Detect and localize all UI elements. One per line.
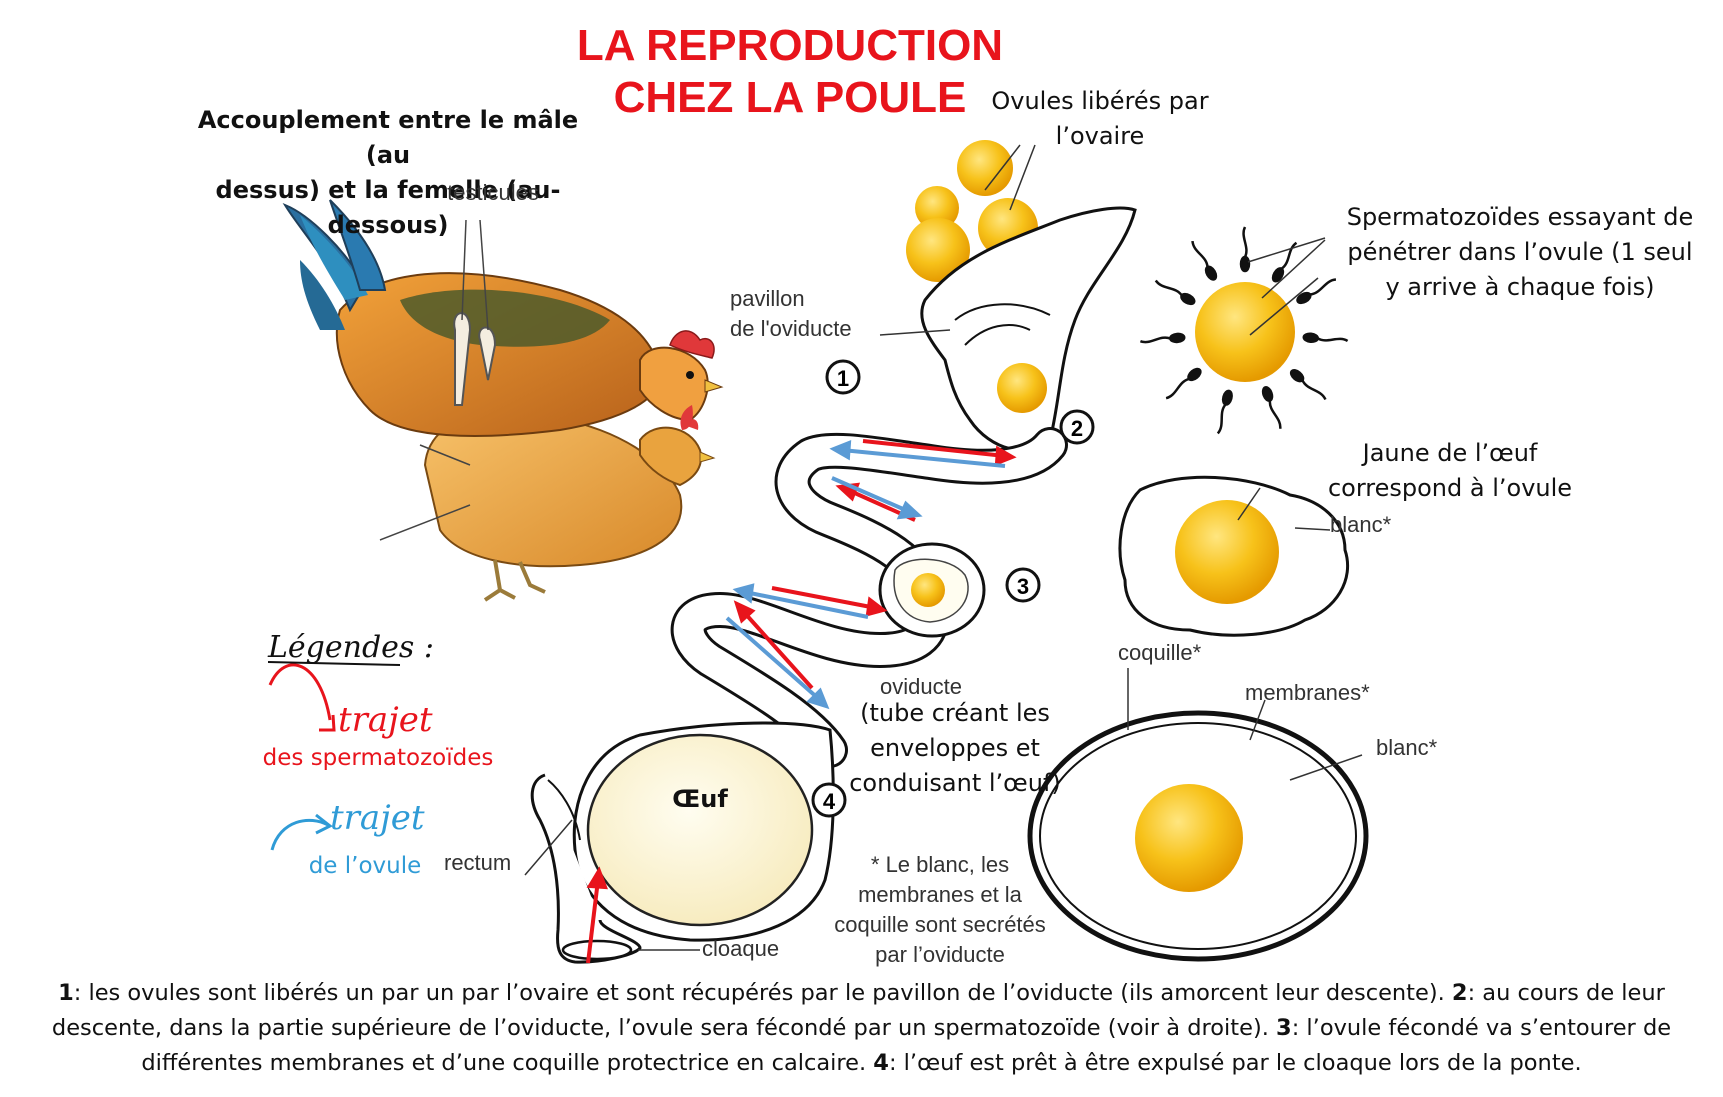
chickens-illustration	[282, 199, 724, 602]
step-marker-4: 4	[823, 789, 836, 814]
step-marker-1: 1	[837, 366, 849, 391]
legend-item-2-handwriting: trajet	[330, 798, 425, 838]
footer-step-1-text: : les ovules sont libérés un par un par …	[73, 980, 1452, 1006]
sperm-trying-line-3: y arrive à chaque fois)	[1385, 273, 1655, 301]
egg-content-view	[1118, 475, 1350, 637]
step-marker-3: 3	[1017, 574, 1029, 599]
footer-step-2-num: 2	[1451, 980, 1468, 1006]
step-markers: 1 2 3 4	[811, 359, 1095, 818]
secreted-note: * Le blanc, les membranes et la coquille…	[820, 850, 1060, 970]
sperm-trying-line-1: Spermatozoïdes essayant de	[1346, 203, 1694, 231]
footer-step-3-num: 3	[1276, 1015, 1292, 1041]
yolk-caption: Jaune de l’œuf correspond à l’ovule	[1300, 436, 1600, 506]
footer-step-1-num: 1	[58, 980, 74, 1006]
egg-cross-section	[1027, 668, 1369, 962]
oviduct-tube-line-1: (tube créant les	[860, 699, 1050, 727]
secreted-note-line-2: membranes et la	[858, 882, 1022, 907]
egg-label: Œuf	[672, 785, 728, 813]
ovule-path-arrows	[725, 439, 1006, 710]
footer-step-4-text: : l’œuf est prêt à être expulsé par le c…	[888, 1050, 1582, 1076]
yolk-caption-line-1: Jaune de l’œuf	[1362, 439, 1538, 467]
label-blanc-1: blanc*	[1330, 512, 1392, 537]
label-testicules: testicules	[447, 180, 539, 205]
oviduct-tube-line-3: conduisant l’œuf)	[849, 769, 1061, 797]
label-pavillon-line-1: pavillon	[730, 286, 805, 311]
secreted-note-line-1: * Le blanc, les	[870, 852, 1010, 877]
oviduct-tube-line-2: enveloppes et	[870, 734, 1040, 762]
page-title: LA REPRODUCTION CHEZ LA POULE	[560, 20, 1020, 124]
label-membranes: membranes*	[1245, 680, 1370, 705]
oviduct-tube-caption: (tube créant les enveloppes et conduisan…	[840, 696, 1070, 801]
mating-caption: Accouplement entre le mâle (au dessus) e…	[178, 103, 598, 243]
label-cloaque: cloaque	[702, 936, 780, 961]
yolk-caption-line-2: correspond à l’ovule	[1327, 474, 1573, 502]
label-oviducte: oviducte	[880, 674, 962, 699]
legend-item-1-handwriting: trajet	[338, 700, 433, 740]
explanation-footer: 1: les ovules sont libérés un par un par…	[8, 976, 1715, 1081]
footer-step-4-num: 4	[873, 1050, 889, 1076]
legend-item-2-text: de l’ovule	[308, 853, 422, 879]
title-line-2: CHEZ LA POULE	[613, 73, 967, 122]
fertilization-illustration	[1139, 226, 1349, 435]
label-pavillon-line-2: de l'oviducte	[730, 316, 852, 341]
footer-step-3-text: : l’ovule fécondé va s’entourer de diffé…	[141, 1015, 1672, 1076]
legend-graphics	[267, 661, 401, 851]
step-marker-2: 2	[1071, 416, 1083, 441]
sperm-trying-line-2: pénétrer dans l’ovule (1 seul	[1347, 238, 1693, 266]
mating-caption-line-1: Accouplement entre le mâle (au	[197, 106, 579, 169]
ovules-released-line-1: Ovules libérés par	[991, 87, 1209, 115]
label-blanc-2: blanc*	[1376, 735, 1438, 760]
sperm-trying-caption: Spermatozoïdes essayant de pénétrer dans…	[1320, 200, 1720, 305]
legend-item-1-text: des spermatozoïdes	[262, 745, 494, 771]
uterus	[524, 721, 835, 964]
ovules-released-line-2: l’ovaire	[1055, 122, 1145, 150]
legend-title: Légendes :	[268, 630, 434, 665]
label-pavillon: pavillon de l'oviducte	[730, 284, 880, 344]
label-rectum: rectum	[444, 850, 512, 875]
title-line-1: LA REPRODUCTION	[576, 21, 1004, 70]
infundibulum	[879, 206, 1137, 452]
ovules-released-caption: Ovules libérés par l’ovaire	[960, 84, 1240, 154]
footer-step-2-text: : au cours de leur descente, dans la par…	[51, 980, 1665, 1041]
secreted-note-line-3: coquille sont secrétés	[834, 912, 1046, 937]
label-coquille: coquille*	[1118, 640, 1202, 665]
mating-caption-line-2: dessus) et la femelle (au-dessous)	[215, 176, 561, 239]
secreted-note-line-4: par l’oviducte	[875, 942, 1005, 967]
